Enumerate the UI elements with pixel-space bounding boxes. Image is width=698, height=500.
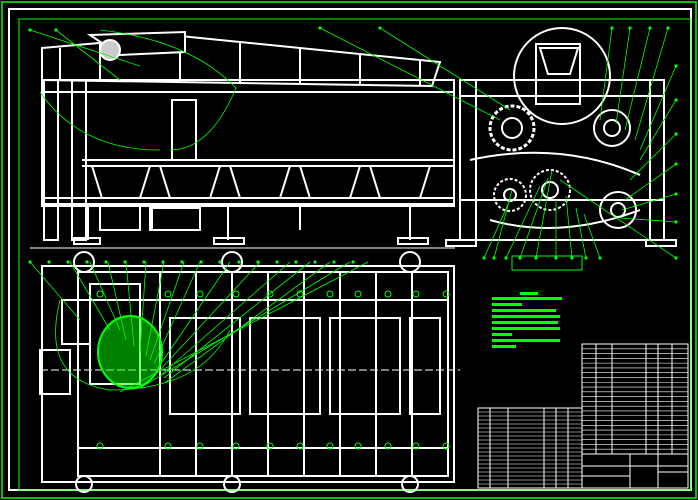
balloon-dot xyxy=(54,28,58,32)
balloon-dot xyxy=(598,256,602,260)
title-block xyxy=(581,453,689,489)
balloon-dot xyxy=(104,260,108,264)
balloon-dot xyxy=(378,26,382,30)
balloon-dot xyxy=(674,256,678,260)
inner-border-thin xyxy=(18,18,692,491)
balloon-dot xyxy=(534,256,538,260)
balloon-dot xyxy=(47,260,51,264)
large-gear xyxy=(488,104,536,152)
balloon-dot xyxy=(256,260,260,264)
balloon-dot xyxy=(28,28,32,32)
gear-lower-middle xyxy=(529,169,571,211)
balloon-dot xyxy=(504,256,508,260)
balloon-dot xyxy=(313,260,317,264)
balloon-dot xyxy=(351,260,355,264)
gear-lower-left xyxy=(493,178,527,212)
balloon-dot xyxy=(570,256,574,260)
pulley-lower-right xyxy=(599,191,637,229)
pulley-upper-right xyxy=(593,109,631,147)
balloon-dot xyxy=(674,64,678,68)
balloon-dot xyxy=(674,162,678,166)
balloon-dot xyxy=(554,256,558,260)
balloon-dot xyxy=(610,26,614,30)
balloon-dot xyxy=(628,26,632,30)
balloon-dot xyxy=(294,260,298,264)
balloon-dot xyxy=(674,192,678,196)
balloon-dot xyxy=(518,256,522,260)
balloon-dot xyxy=(180,260,184,264)
balloon-dot xyxy=(161,260,165,264)
balloon-dot xyxy=(28,260,32,264)
balloon-dot xyxy=(648,26,652,30)
balloon-markers xyxy=(28,26,678,264)
balloon-dot xyxy=(237,260,241,264)
front-elevation-view xyxy=(30,30,455,249)
leader-lines-top xyxy=(29,27,677,259)
parts-list-right xyxy=(581,343,689,455)
balloon-dot xyxy=(666,26,670,30)
balloon-dot xyxy=(275,260,279,264)
leader-lines-plan xyxy=(29,261,369,393)
balloon-dot xyxy=(142,260,146,264)
side-frame xyxy=(459,79,665,241)
balloon-dot xyxy=(218,260,222,264)
balloon-dot xyxy=(85,260,89,264)
balloon-dot xyxy=(584,256,588,260)
balloon-dot xyxy=(674,98,678,102)
balloon-dot xyxy=(66,260,70,264)
drum-end-circle xyxy=(513,27,611,125)
balloon-dot xyxy=(318,26,322,30)
technical-notes-block xyxy=(492,292,562,348)
hatched-disc xyxy=(99,39,121,61)
balloon-dot xyxy=(482,256,486,260)
balloon-dot xyxy=(674,132,678,136)
balloon-dot xyxy=(492,256,496,260)
balloon-dot xyxy=(674,220,678,224)
balloon-dot xyxy=(199,260,203,264)
balloon-dot xyxy=(332,260,336,264)
parts-list-rows xyxy=(478,348,688,485)
balloon-dot xyxy=(123,260,127,264)
plan-frame xyxy=(41,265,455,483)
side-elevation-view xyxy=(445,27,677,271)
main-frame xyxy=(41,79,455,207)
plan-view xyxy=(39,251,460,493)
